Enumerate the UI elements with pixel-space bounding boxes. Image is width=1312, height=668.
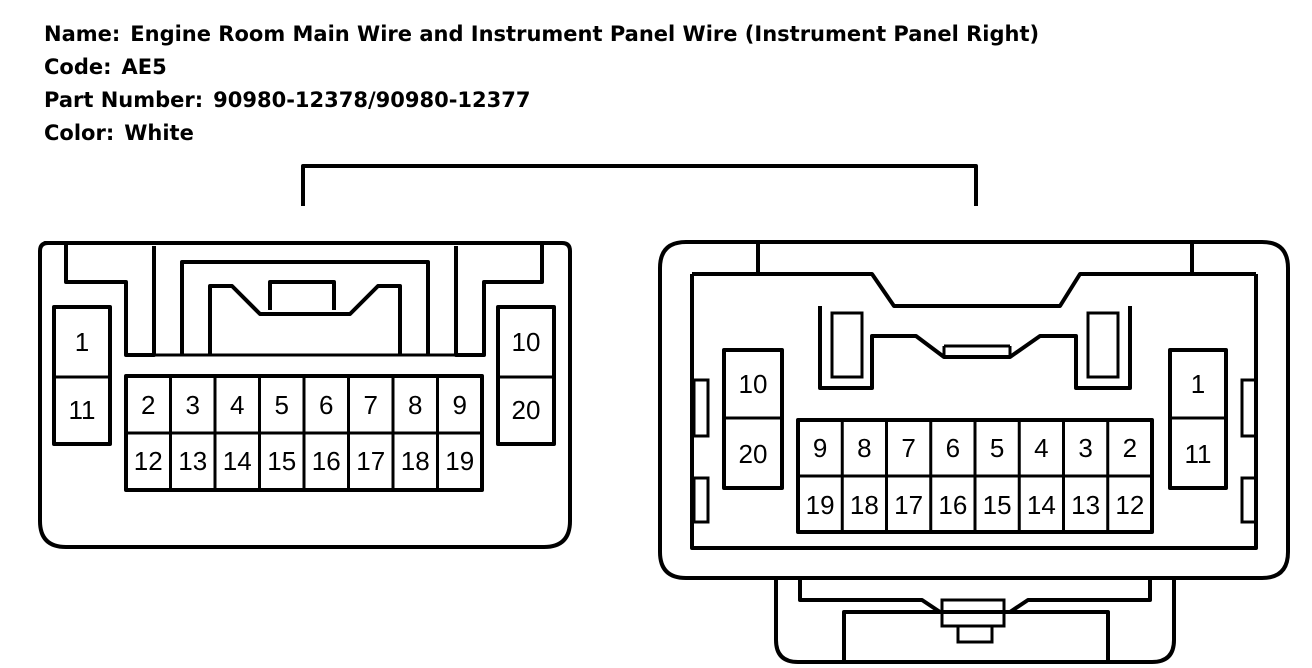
pin-label: 8 [408, 390, 422, 420]
connector-info: Name: Engine Room Main Wire and Instrumen… [44, 18, 1039, 150]
name-label: Name: [44, 22, 121, 46]
pin-label: 5 [990, 433, 1004, 463]
right-side-tab-lower-left [692, 476, 710, 524]
part-number-label: Part Number: [44, 88, 204, 112]
right-bottom-inner [842, 610, 1110, 662]
right-bottom-tab-stem [956, 624, 994, 644]
left-connector-housing [38, 241, 572, 549]
pin-label: 17 [894, 490, 923, 520]
pin-label: 3 [186, 390, 200, 420]
right-lock-slot-right [1086, 311, 1120, 379]
pin-label: 19 [806, 490, 835, 520]
right-connector-housing-outer [658, 240, 1290, 580]
right-side-tab-lower-right [1240, 476, 1258, 524]
left-latch-left [64, 243, 156, 357]
pin-label: 13 [178, 446, 207, 476]
color-label: Color: [44, 121, 115, 145]
pin-label: 1 [1191, 369, 1205, 399]
code-value: AE5 [121, 55, 167, 79]
pin-label: 2 [1123, 433, 1137, 463]
connector-pair-bracket [301, 164, 978, 206]
right-lock-area [818, 306, 1132, 390]
pin-label: 15 [983, 490, 1012, 520]
right-lock-slot-left [830, 311, 864, 379]
pin-label: 4 [230, 390, 244, 420]
pin-label: 10 [739, 369, 768, 399]
pin-label: 18 [401, 446, 430, 476]
pin-label: 4 [1034, 433, 1048, 463]
left-latch-right [454, 243, 544, 357]
part-number-value: 90980-12378/90980-12377 [213, 88, 531, 112]
pin-label: 20 [739, 439, 768, 469]
name-line: Name: Engine Room Main Wire and Instrumen… [44, 18, 1039, 51]
pin-label: 12 [1115, 490, 1144, 520]
name-value: Engine Room Main Wire and Instrument Pan… [130, 22, 1040, 46]
code-label: Code: [44, 55, 112, 79]
right-bottom-rib [798, 578, 1152, 614]
pin-label: 3 [1078, 433, 1092, 463]
right-side-tab-upper-right [1240, 378, 1258, 438]
left-lock-frame-outer [180, 260, 430, 355]
pin-label: 6 [319, 390, 333, 420]
code-line: Code: AE5 [44, 51, 1039, 84]
pin-label: 14 [1027, 490, 1056, 520]
pin-label: 6 [946, 433, 960, 463]
pin-label: 11 [1185, 439, 1212, 469]
pin-label: 11 [69, 395, 96, 425]
pin-label: 2 [141, 390, 155, 420]
pin-label: 14 [223, 446, 252, 476]
left-lock-frame-inner [208, 284, 402, 355]
pin-label: 8 [857, 433, 871, 463]
pin-label: 20 [512, 395, 541, 425]
right-housing-notch-left [692, 242, 760, 276]
pin-label: 16 [312, 446, 341, 476]
pin-label: 9 [813, 433, 827, 463]
pin-label: 1 [75, 327, 89, 357]
pin-label: 16 [938, 490, 967, 520]
pin-label: 12 [134, 446, 163, 476]
pin-label: 18 [850, 490, 879, 520]
pin-label: 5 [275, 390, 289, 420]
pin-label: 7 [901, 433, 915, 463]
right-bottom-extension [774, 578, 1176, 664]
pin-label: 7 [364, 390, 378, 420]
pin-label: 10 [512, 327, 541, 357]
pin-label: 9 [453, 390, 467, 420]
pin-label: 17 [356, 446, 385, 476]
pin-label: 19 [445, 446, 474, 476]
right-side-tab-upper-left [692, 378, 710, 438]
right-housing-top-contour [758, 272, 1192, 308]
left-lock-tab [268, 280, 336, 310]
right-housing-notch-right [1190, 242, 1256, 276]
part-number-line: Part Number: 90980-12378/90980-12377 [44, 84, 1039, 117]
color-line: Color: White [44, 117, 1039, 150]
pin-label: 13 [1071, 490, 1100, 520]
color-value: White [124, 121, 194, 145]
pin-label: 15 [267, 446, 296, 476]
right-lock-tab [942, 344, 1012, 357]
